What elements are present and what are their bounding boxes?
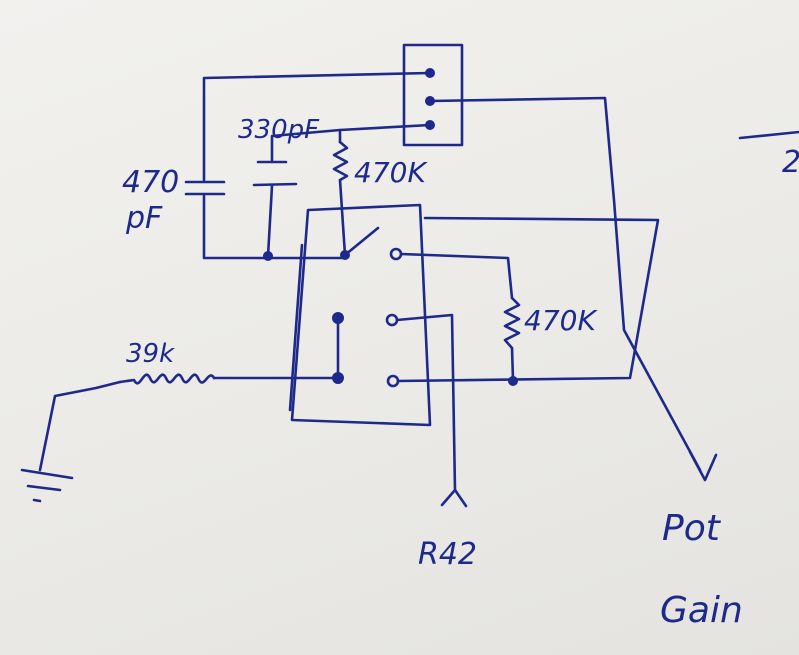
ground-icon	[20, 468, 74, 503]
label-gain: Gain	[660, 590, 743, 631]
junction-res-right	[508, 376, 518, 386]
arrow-pot	[688, 450, 718, 482]
label-res-input: 39k	[126, 339, 175, 369]
wire-res-right-down	[510, 346, 515, 382]
capacitor-330pf	[252, 160, 298, 187]
wire-to-res-right	[399, 252, 514, 300]
resistor-470k-right	[503, 296, 521, 350]
switch-lever	[343, 226, 380, 257]
switch-box-outer	[290, 203, 432, 427]
wire-bottom-rail	[202, 194, 347, 260]
switch-terminal-tr	[389, 247, 403, 261]
arrow-r42	[440, 488, 468, 508]
label-cap-mid: 330pF	[238, 115, 320, 145]
resistor-470k-top	[332, 140, 349, 182]
label-res-right: 470K	[524, 304, 598, 337]
wire-res-down	[338, 178, 347, 257]
label-cap-left-value: 470	[122, 165, 179, 200]
connector-header	[402, 43, 464, 147]
label-cap-left-unit: pF	[125, 201, 163, 236]
wire-pin3	[270, 123, 432, 162]
capacitor-470pf	[184, 180, 226, 196]
wire-bottom-loop	[396, 216, 660, 383]
resistor-39k	[118, 373, 216, 385]
wire-pin1-left	[202, 71, 432, 182]
switch-box-inner	[288, 243, 304, 412]
switch-terminal-br	[386, 374, 400, 388]
wire-ground	[38, 380, 122, 472]
wire-r42	[395, 313, 457, 492]
label-edge-fragment: 2	[782, 145, 799, 180]
switch-terminal-mr	[385, 313, 399, 327]
wire-cap330-down	[266, 184, 274, 258]
wire-pin2-pot	[428, 96, 702, 472]
label-pot: Pot	[662, 508, 722, 549]
switch-terminal-ml	[332, 312, 344, 324]
label-r42: R42	[418, 537, 477, 572]
junction-cap330	[263, 251, 273, 261]
edge-stroke	[738, 130, 799, 140]
label-res-top: 470K	[354, 156, 428, 189]
